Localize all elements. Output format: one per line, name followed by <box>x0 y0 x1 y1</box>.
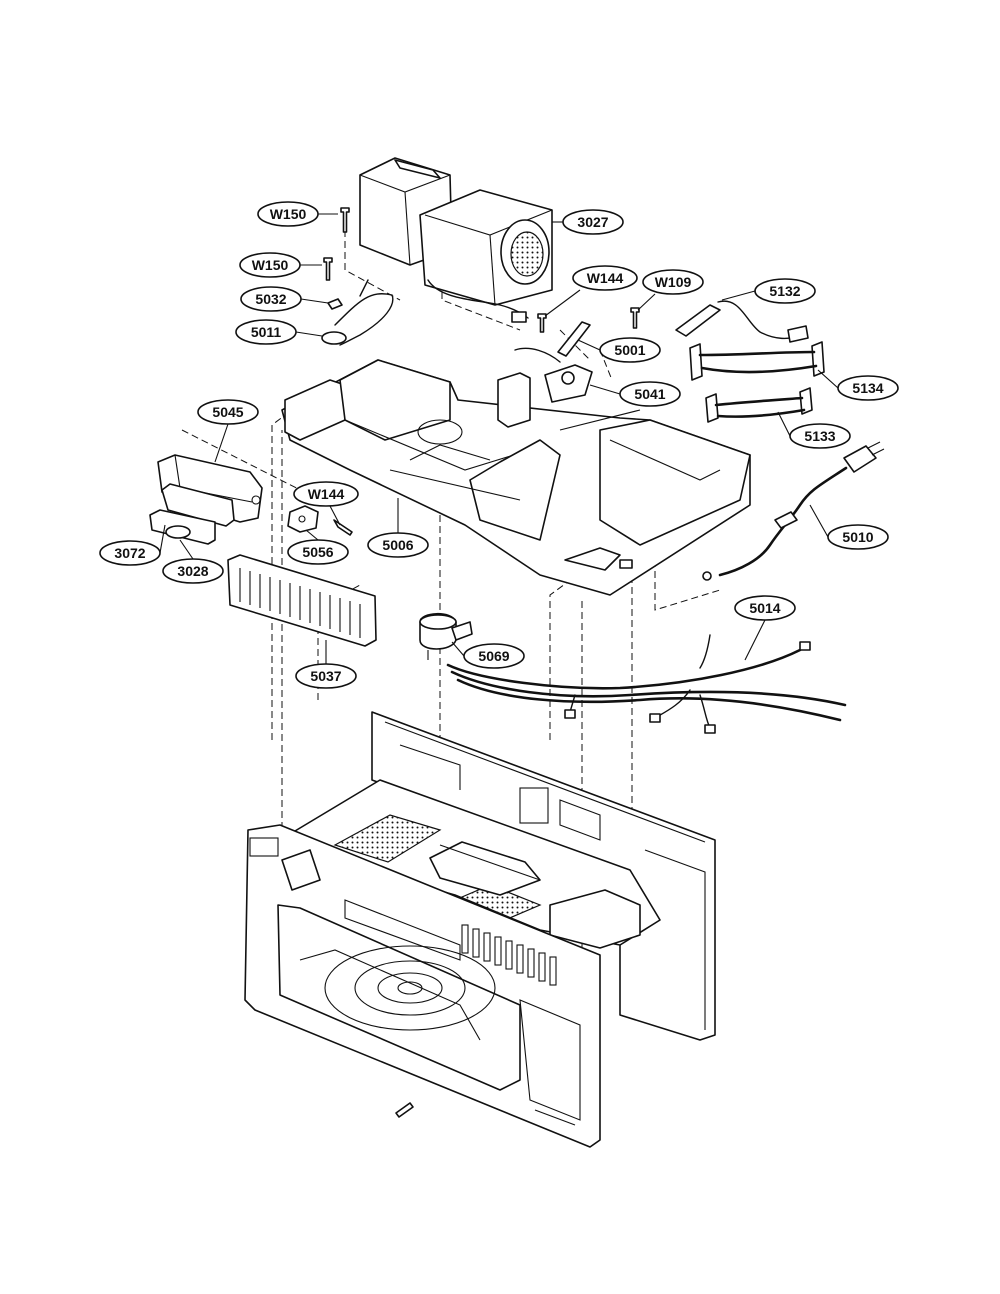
blower-fan-assembly <box>359 157 553 323</box>
power-cord-5010 <box>702 441 885 581</box>
callout-labels: W150 3027 W150 5032 W144 W109 <box>99 201 899 689</box>
callout-5069: 5069 <box>451 641 525 669</box>
base-plate-5006 <box>281 359 751 596</box>
vent-slot <box>494 936 502 966</box>
wire-harness-5133 <box>705 387 813 423</box>
svg-text:3028: 3028 <box>177 563 208 579</box>
svg-text:5010: 5010 <box>842 529 873 545</box>
callout-3028: 3028 <box>162 539 224 584</box>
svg-text:5133: 5133 <box>804 428 835 444</box>
svg-text:5011: 5011 <box>251 324 282 340</box>
thermal-cutout-5011 <box>321 279 394 346</box>
callout-5132: 5132 <box>721 278 816 304</box>
callout-5001: 5001 <box>577 337 661 363</box>
vent-grille-5037 <box>227 554 377 647</box>
svg-text:5134: 5134 <box>852 380 883 396</box>
callout-5133: 5133 <box>777 411 851 449</box>
vent-slot <box>527 948 535 978</box>
wire-harness-5134 <box>689 341 825 381</box>
svg-text:W144: W144 <box>587 270 624 286</box>
callout-w144-left: W144 <box>293 481 359 526</box>
wire-harness-5132 <box>675 300 809 343</box>
callout-5045: 5045 <box>197 399 259 463</box>
svg-text:5014: 5014 <box>749 600 780 616</box>
svg-text:W150: W150 <box>270 206 307 222</box>
svg-text:5032: 5032 <box>255 291 286 307</box>
vent-slot <box>483 932 491 962</box>
vent-slot <box>516 944 524 974</box>
callout-5041: 5041 <box>589 381 681 407</box>
callout-w109: W109 <box>637 269 704 311</box>
svg-text:W109: W109 <box>655 274 692 290</box>
callout-5011: 5011 <box>235 319 323 345</box>
svg-text:3027: 3027 <box>577 214 608 230</box>
svg-text:5037: 5037 <box>310 668 341 684</box>
svg-text:5132: 5132 <box>769 283 800 299</box>
vent-slot <box>461 924 469 954</box>
callout-5010: 5010 <box>809 504 889 550</box>
microwave-cavity <box>244 711 716 1148</box>
svg-text:W150: W150 <box>252 257 289 273</box>
svg-text:5045: 5045 <box>212 404 243 420</box>
callout-5032: 5032 <box>240 286 329 312</box>
vent-slot <box>538 952 546 982</box>
callout-5056: 5056 <box>287 529 349 565</box>
callout-5006: 5006 <box>367 498 429 558</box>
callout-5014: 5014 <box>734 595 796 661</box>
vent-slot <box>472 928 480 958</box>
svg-text:3072: 3072 <box>114 545 145 561</box>
callout-w150-mid: W150 <box>239 252 322 278</box>
svg-text:5056: 5056 <box>302 544 333 560</box>
switch-5056 <box>287 505 319 533</box>
callout-5134: 5134 <box>817 369 899 401</box>
main-wire-harness-5014 <box>446 634 847 734</box>
svg-text:5041: 5041 <box>634 386 665 402</box>
callout-3072: 3072 <box>99 524 166 566</box>
damper-5001 <box>514 321 593 403</box>
callout-5037: 5037 <box>295 640 357 689</box>
clip-3028 <box>165 525 191 539</box>
callout-w144-top: W144 <box>544 265 638 317</box>
svg-text:5001: 5001 <box>614 342 645 358</box>
svg-text:W144: W144 <box>308 486 345 502</box>
svg-text:5006: 5006 <box>382 537 413 553</box>
callout-3027: 3027 <box>552 209 624 235</box>
vent-slot <box>505 940 513 970</box>
turntable-motor-5069 <box>419 612 473 660</box>
callout-w150-top: W150 <box>257 201 338 227</box>
vent-slot <box>549 956 557 986</box>
svg-text:5069: 5069 <box>478 648 509 664</box>
